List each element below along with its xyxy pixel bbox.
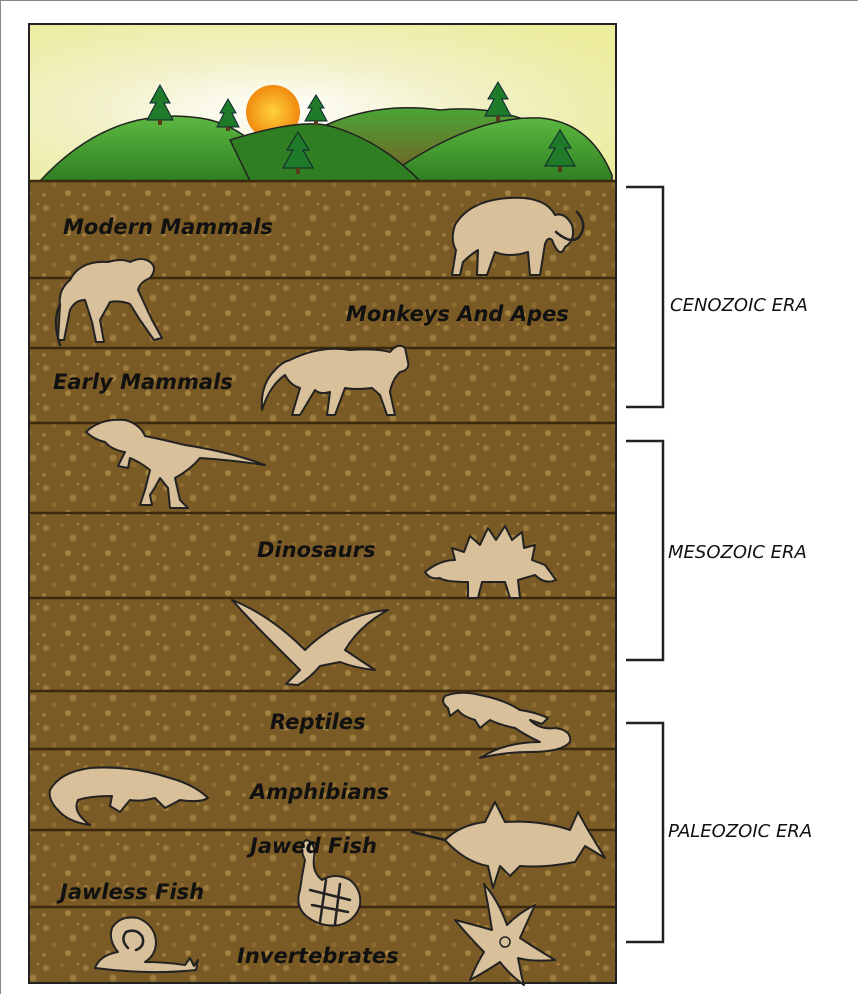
label-dinosaurs: Dinosaurs (257, 538, 375, 562)
paleozoic-bracket (626, 723, 663, 942)
label-invertebrates: Invertebrates (237, 944, 399, 968)
surface-landscape (29, 24, 616, 181)
label-modern-mammals: Modern Mammals (63, 215, 273, 239)
label-monkeys-and-apes: Monkeys And Apes (346, 302, 569, 326)
label-early-mammals: Early Mammals (53, 370, 233, 394)
era-brackets (626, 187, 663, 942)
era-label-paleozoic: PALEOZOIC ERA (668, 821, 812, 842)
mesozoic-bracket (626, 441, 663, 660)
label-jawless-fish: Jawless Fish (56, 880, 204, 904)
label-reptiles: Reptiles (270, 710, 366, 734)
era-label-mesozoic: MESOZOIC ERA (668, 542, 807, 563)
era-labels: CENOZOIC ERA MESOZOIC ERA PALEOZOIC ERA (668, 295, 812, 842)
cenozoic-bracket (626, 187, 663, 407)
era-label-cenozoic: CENOZOIC ERA (670, 295, 808, 316)
label-jawed-fish: Jawed Fish (246, 834, 377, 858)
label-amphibians: Amphibians (248, 780, 389, 804)
